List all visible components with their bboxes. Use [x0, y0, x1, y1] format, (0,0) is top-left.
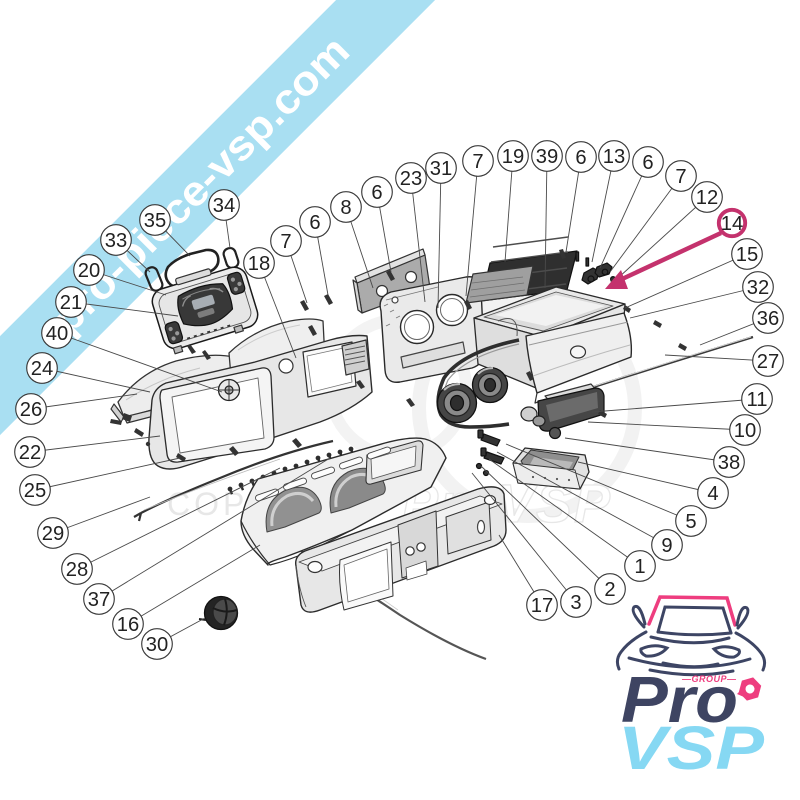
svg-text:7: 7	[280, 231, 291, 253]
svg-text:17: 17	[531, 595, 553, 617]
svg-text:39: 39	[536, 146, 558, 168]
svg-text:35: 35	[144, 210, 166, 232]
svg-text:40: 40	[46, 323, 68, 345]
svg-text:31: 31	[430, 158, 452, 180]
svg-text:13: 13	[603, 146, 625, 168]
svg-text:15: 15	[736, 244, 758, 266]
svg-text:24: 24	[31, 358, 53, 380]
svg-text:8: 8	[340, 197, 351, 219]
svg-text:34: 34	[213, 195, 235, 217]
svg-text:14: 14	[721, 213, 743, 235]
svg-text:6: 6	[371, 182, 382, 204]
svg-text:26: 26	[20, 399, 42, 421]
svg-text:6: 6	[642, 152, 653, 174]
svg-text:7: 7	[472, 151, 483, 173]
svg-text:25: 25	[24, 480, 46, 502]
svg-text:23: 23	[400, 168, 422, 190]
svg-text:10: 10	[734, 420, 756, 442]
svg-text:19: 19	[502, 146, 524, 168]
svg-text:11: 11	[747, 389, 768, 411]
svg-text:5: 5	[685, 511, 696, 533]
svg-text:37: 37	[88, 589, 110, 611]
svg-text:3: 3	[570, 592, 581, 614]
svg-text:38: 38	[718, 452, 740, 474]
svg-text:12: 12	[696, 187, 718, 209]
svg-text:2: 2	[604, 579, 615, 601]
svg-text:Pro: Pro	[621, 663, 738, 736]
svg-text:20: 20	[78, 260, 100, 282]
svg-text:VSP: VSP	[618, 714, 764, 782]
svg-text:28: 28	[66, 559, 88, 581]
svg-text:27: 27	[757, 351, 779, 373]
svg-text:6: 6	[309, 212, 320, 234]
svg-text:36: 36	[757, 308, 779, 330]
svg-text:7: 7	[675, 166, 686, 188]
svg-text:1: 1	[634, 556, 645, 578]
svg-text:22: 22	[19, 442, 41, 464]
svg-text:18: 18	[248, 253, 270, 275]
svg-text:16: 16	[117, 614, 139, 636]
svg-text:29: 29	[42, 523, 64, 545]
svg-text:9: 9	[661, 535, 672, 557]
svg-text:32: 32	[747, 277, 769, 299]
svg-text:4: 4	[707, 483, 718, 505]
svg-text:—GROUP—: —GROUP—	[681, 674, 737, 684]
svg-text:33: 33	[105, 230, 127, 252]
svg-text:21: 21	[60, 292, 82, 314]
svg-text:6: 6	[575, 147, 586, 169]
svg-text:30: 30	[146, 634, 168, 656]
